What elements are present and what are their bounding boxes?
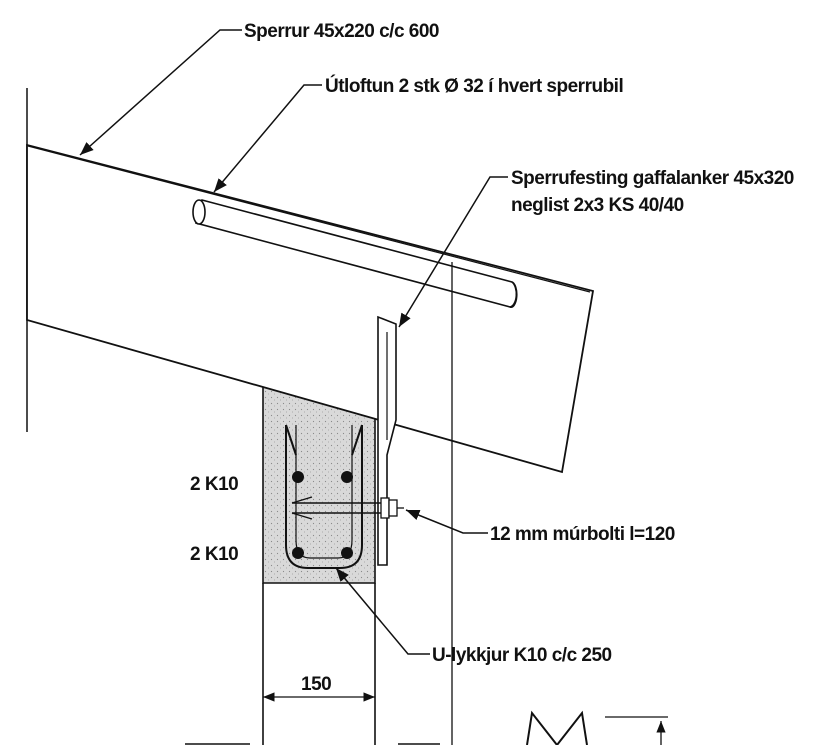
ventilation-tube — [192, 199, 518, 308]
label-stirrups: U-lykkjur K10 c/c 250 — [432, 645, 612, 666]
label-rebar-bottom: 2 K10 — [190, 544, 238, 565]
rebar-dots — [292, 471, 353, 559]
label-anchor-line2: neglist 2x3 KS 40/40 — [511, 195, 684, 216]
label-wall-width: 150 — [301, 674, 331, 695]
label-bolt: 12 mm múrbolti l=120 — [490, 524, 675, 545]
label-anchor-line1: Sperrufesting gaffalanker 45x320 — [511, 168, 794, 189]
masonry-wall — [262, 583, 376, 745]
fork-anchor-bracket — [377, 315, 397, 566]
label-rebar-top: 2 K10 — [190, 474, 238, 495]
masonry-bolt — [291, 496, 404, 520]
label-ventilation: Útloftun 2 stk Ø 32 í hvert sperrubil — [325, 75, 623, 97]
partial-next-detail — [185, 710, 668, 745]
label-rafters: Sperrur 45x220 c/c 600 — [244, 21, 439, 42]
u-stirrup — [285, 424, 363, 569]
leader-lines — [79, 29, 508, 655]
